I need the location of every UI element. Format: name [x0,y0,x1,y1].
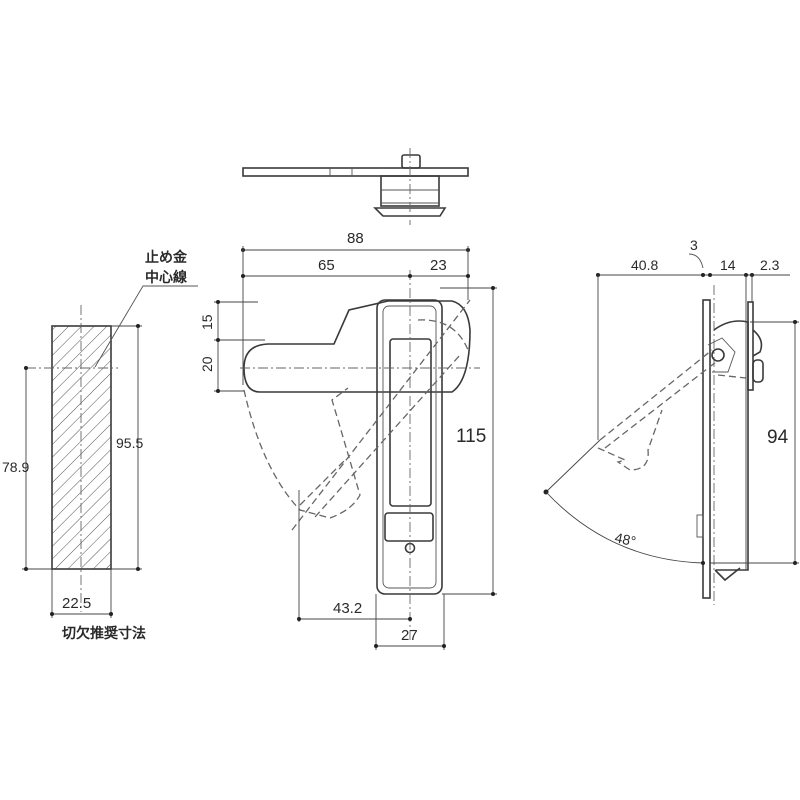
cutout-caption: 切欠推奨寸法 [62,625,146,642]
dim-plate-thickness: 3 [690,237,698,253]
latch-body [376,299,443,595]
dim-top-offset: 15 [199,314,215,330]
dim-left-to-center: 65 [318,257,335,274]
top-view [242,148,469,225]
dim-handle-height: 20 [199,356,215,372]
dim-body-height: 115 [456,426,486,447]
cutout-view: 止め金 中心線 95.5 78.9 22.5 切欠推奨寸法 [2,249,198,642]
dim-swing-angle: 48° [613,529,637,549]
dim-body-depth: 14 [720,257,736,273]
dim-swing-reach: 43.2 [333,600,362,617]
dim-latch-thickness: 2.3 [760,257,780,273]
dim-height-total: 95.5 [116,435,143,451]
dim-overall-width: 88 [347,230,364,247]
dim-body-width: 27 [401,627,418,644]
dim-height-center: 78.9 [2,459,29,475]
dim-width: 22.5 [62,595,91,612]
front-view: 88 65 23 15 20 115 43.2 27 [199,230,497,650]
cutout-hatched-area [51,325,112,570]
dim-latch-height: 94 [767,427,789,448]
annotation-line1: 止め金 [145,249,188,266]
side-view: 40.8 3 14 2.3 94 48° [543,237,799,605]
annotation-line2: 中心線 [145,269,187,286]
dim-swing-depth: 40.8 [631,257,658,273]
dim-center-to-right: 23 [430,257,447,274]
